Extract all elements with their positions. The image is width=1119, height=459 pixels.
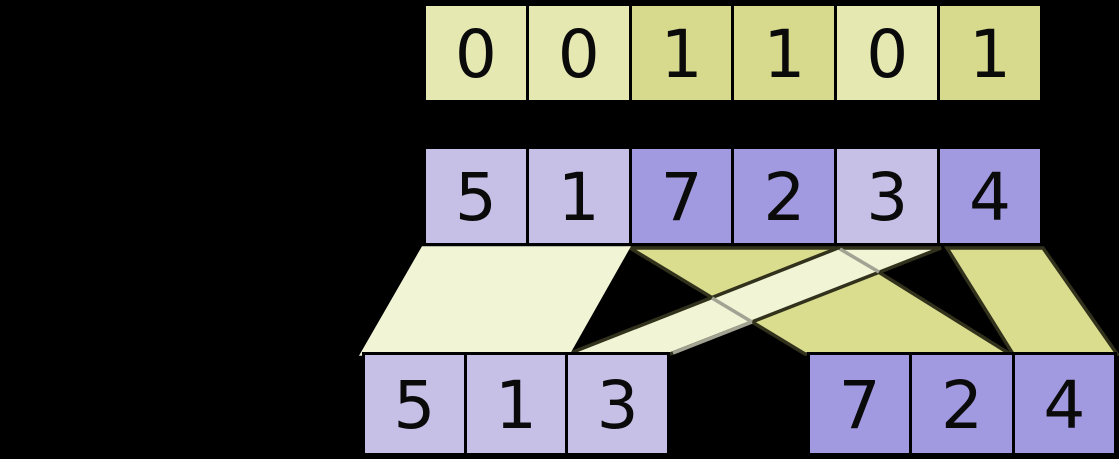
array-cell: 2 xyxy=(731,146,838,246)
array-cell: 1 xyxy=(731,3,838,103)
array-cell: 7 xyxy=(807,352,913,456)
array-cell: 7 xyxy=(628,146,735,246)
array-cell: 0 xyxy=(423,3,529,103)
array-cell: 2 xyxy=(909,352,1015,456)
array-cell: 0 xyxy=(525,3,632,103)
array-cell: 1 xyxy=(463,352,569,456)
band-edge-overlap-line xyxy=(839,247,880,274)
array-cell: 3 xyxy=(834,146,941,246)
band-false-left xyxy=(358,246,632,356)
band-edge-overlap-line xyxy=(711,296,753,324)
band-true-right xyxy=(943,246,1119,356)
array-cell: 3 xyxy=(565,352,671,456)
array-cell: 4 xyxy=(937,146,1043,246)
array-cell: 1 xyxy=(937,3,1043,103)
array-cell: 1 xyxy=(628,3,735,103)
array-cell: 5 xyxy=(423,146,529,246)
array-cell: 0 xyxy=(834,3,941,103)
array-cell: 4 xyxy=(1011,352,1117,456)
band-edge-overlap-line xyxy=(672,320,753,355)
array-cell: 1 xyxy=(525,146,632,246)
array-cell: 5 xyxy=(362,352,467,456)
